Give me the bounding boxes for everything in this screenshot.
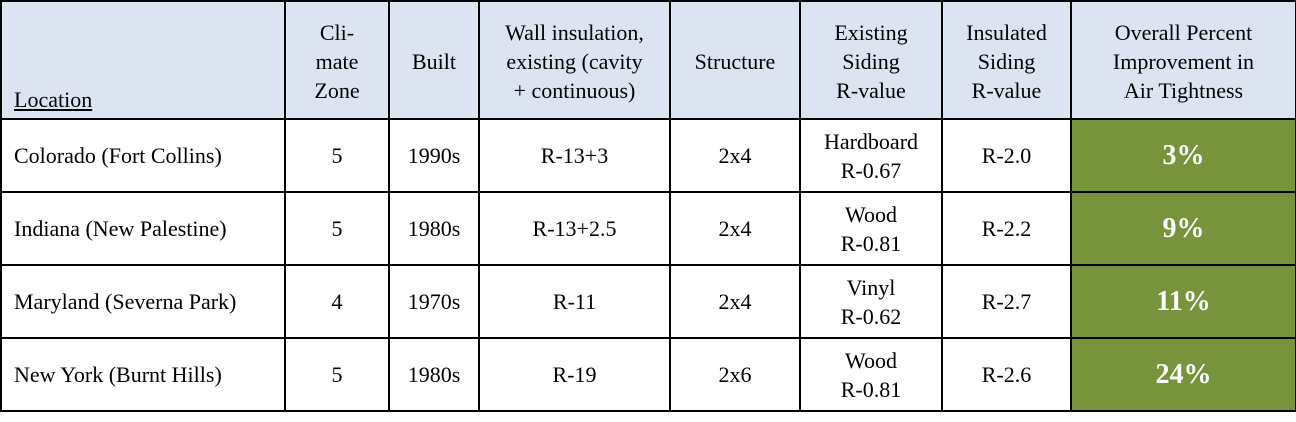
cell-built: 1990s <box>388 118 480 193</box>
header-built: Built <box>388 0 480 120</box>
table-row: Indiana (New Palestine) 5 1980s R-13+2.5… <box>0 191 1296 266</box>
cell-siding-r-value: R-0.81 <box>840 376 902 402</box>
header-climate-zone-line: Cli- <box>319 20 355 45</box>
header-existing-siding-line: Existing <box>834 20 908 45</box>
header-climate-zone-line: Zone <box>314 78 360 103</box>
header-insulated-siding: Insulated Siding R-value <box>941 0 1072 120</box>
cell-insulated-siding: R-2.0 <box>941 118 1072 193</box>
cell-improvement: 11% <box>1070 264 1296 339</box>
cell-improvement: 9% <box>1070 191 1296 266</box>
header-improvement-line: Improvement in <box>1112 49 1255 74</box>
cell-built: 1980s <box>388 191 480 266</box>
cell-siding-r-value: R-0.67 <box>840 157 902 183</box>
cell-wall-insulation: R-11 <box>478 264 671 339</box>
header-improvement-line: Overall Percent <box>1114 20 1253 45</box>
header-improvement: Overall Percent Improvement in Air Tight… <box>1070 0 1296 120</box>
cell-wall-insulation: R-13+3 <box>478 118 671 193</box>
header-wall-insulation-line: existing (cavity <box>506 49 643 74</box>
cell-siding-r-value: R-0.81 <box>840 230 902 256</box>
cell-structure: 2x4 <box>669 264 801 339</box>
cell-location: Maryland (Severna Park) <box>0 264 286 339</box>
table-row: Colorado (Fort Collins) 5 1990s R-13+3 2… <box>0 118 1296 193</box>
cell-wall-insulation: R-19 <box>478 337 671 412</box>
header-existing-siding-line: R-value <box>836 78 906 103</box>
header-location-label: Location <box>14 87 93 112</box>
cell-existing-siding: Hardboard R-0.67 <box>799 118 943 193</box>
header-location: Location <box>0 0 286 120</box>
header-insulated-siding-line: Siding <box>977 49 1036 74</box>
table-row: Maryland (Severna Park) 4 1970s R-11 2x4… <box>0 264 1296 339</box>
cell-structure: 2x6 <box>669 337 801 412</box>
cell-structure: 2x4 <box>669 118 801 193</box>
cell-built: 1970s <box>388 264 480 339</box>
header-structure: Structure <box>669 0 801 120</box>
cell-siding-type: Hardboard <box>823 128 919 154</box>
header-insulated-siding-line: R-value <box>971 78 1042 103</box>
cell-existing-siding: Wood R-0.81 <box>799 337 943 412</box>
cell-insulated-siding: R-2.7 <box>941 264 1072 339</box>
header-structure-label: Structure <box>694 49 776 74</box>
header-insulated-siding-line: Insulated <box>966 20 1047 45</box>
cell-siding-type: Vinyl <box>846 274 896 300</box>
header-wall-insulation-line: Wall insulation, <box>505 20 644 45</box>
cell-improvement: 3% <box>1070 118 1296 193</box>
cell-climate-zone: 4 <box>284 264 390 339</box>
cell-insulated-siding: R-2.6 <box>941 337 1072 412</box>
cell-siding-type: Wood <box>844 347 897 373</box>
cell-siding-type: Wood <box>844 201 897 227</box>
cell-location: Indiana (New Palestine) <box>0 191 286 266</box>
siding-air-tightness-table: Location Cli- mate Zone Built Wall insul… <box>0 0 1296 412</box>
cell-location: New York (Burnt Hills) <box>0 337 286 412</box>
cell-climate-zone: 5 <box>284 118 390 193</box>
header-existing-siding-line: Siding <box>842 49 900 74</box>
table-row: New York (Burnt Hills) 5 1980s R-19 2x6 … <box>0 337 1296 412</box>
cell-existing-siding: Wood R-0.81 <box>799 191 943 266</box>
cell-built: 1980s <box>388 337 480 412</box>
cell-location: Colorado (Fort Collins) <box>0 118 286 193</box>
cell-existing-siding: Vinyl R-0.62 <box>799 264 943 339</box>
cell-insulated-siding: R-2.2 <box>941 191 1072 266</box>
header-climate-zone: Cli- mate Zone <box>284 0 390 120</box>
cell-improvement: 24% <box>1070 337 1296 412</box>
header-row: Location Cli- mate Zone Built Wall insul… <box>0 0 1296 120</box>
cell-siding-r-value: R-0.62 <box>840 303 902 329</box>
header-improvement-line: Air Tightness <box>1123 78 1244 103</box>
header-wall-insulation: Wall insulation, existing (cavity + cont… <box>478 0 671 120</box>
cell-climate-zone: 5 <box>284 191 390 266</box>
cell-structure: 2x4 <box>669 191 801 266</box>
cell-climate-zone: 5 <box>284 337 390 412</box>
header-climate-zone-line: mate <box>315 49 359 74</box>
cell-wall-insulation: R-13+2.5 <box>478 191 671 266</box>
header-built-label: Built <box>411 49 456 74</box>
header-existing-siding: Existing Siding R-value <box>799 0 943 120</box>
header-wall-insulation-line: + continuous) <box>513 78 636 103</box>
